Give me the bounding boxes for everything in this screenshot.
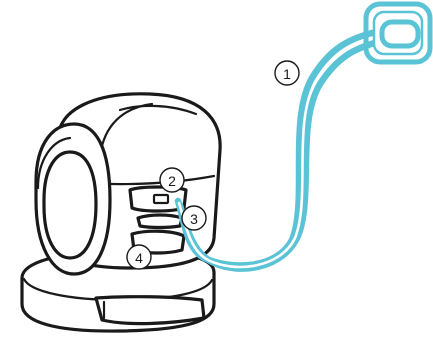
camera-lens bbox=[36, 124, 110, 274]
callout-1: 1 bbox=[275, 61, 299, 85]
callout-3: 3 bbox=[182, 206, 206, 230]
callout-3-label: 3 bbox=[190, 211, 198, 227]
callout-2-label: 2 bbox=[168, 173, 176, 189]
callout-1-label: 1 bbox=[283, 66, 291, 82]
callout-2: 2 bbox=[160, 168, 184, 192]
callout-4: 4 bbox=[127, 245, 151, 269]
wall-plug-icon bbox=[366, 4, 430, 62]
port-panel bbox=[130, 187, 186, 253]
callout-4-label: 4 bbox=[135, 250, 143, 266]
